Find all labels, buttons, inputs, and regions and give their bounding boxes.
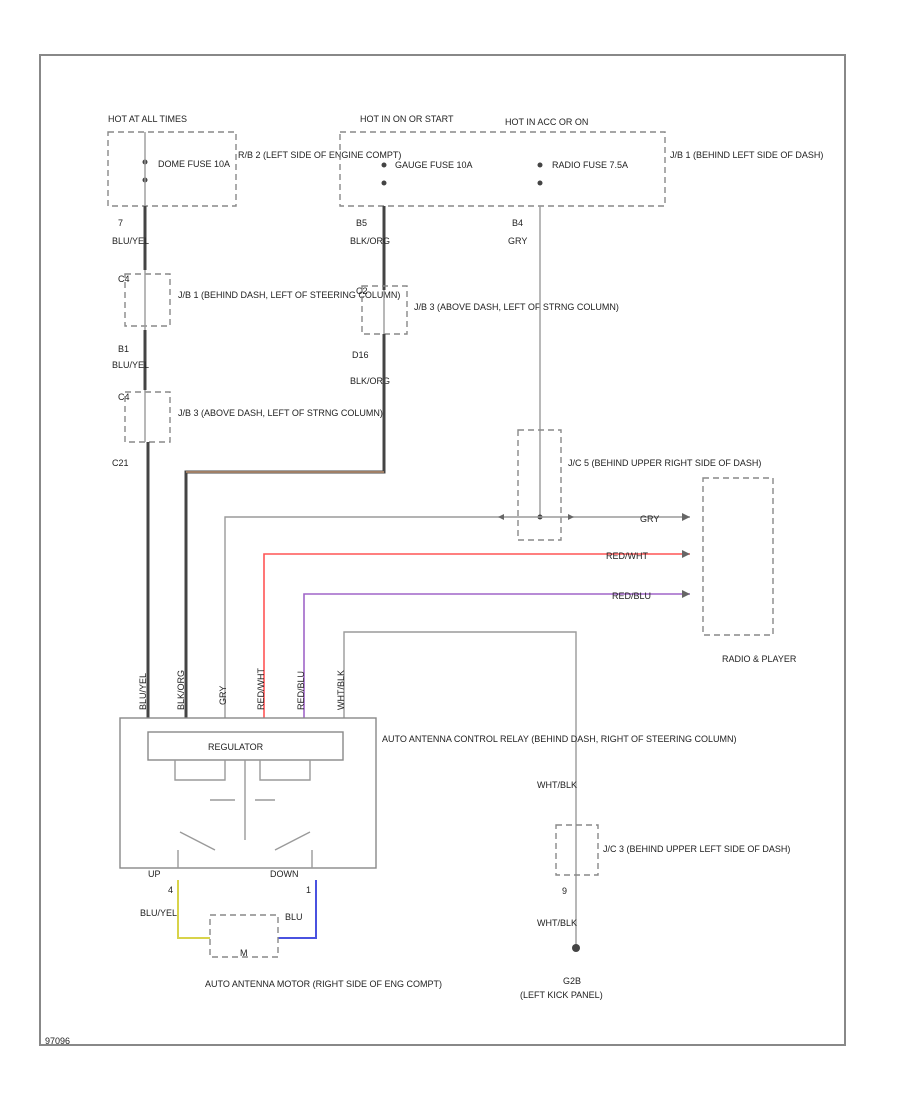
left-wire-mid: BLU/YEL <box>112 360 149 370</box>
relay-pin-label-4: RED/WHT <box>256 668 266 710</box>
ground-pin: 9 <box>562 886 567 896</box>
fuse-left-name: DOME FUSE 10A <box>158 159 230 169</box>
left-pin-bottom: C21 <box>112 458 129 468</box>
ground-jc-location: J/C 3 (BEHIND UPPER LEFT SIDE OF DASH) <box>603 844 790 854</box>
fuse-mid-name: GAUGE FUSE 10A <box>395 160 473 170</box>
left-branch: 7 BLU/YEL C4 J/B 1 (BEHIND DASH, LEFT OF… <box>112 206 400 718</box>
relay-pin-label-6: WHT/BLK <box>336 670 346 710</box>
left-conn2: C4 <box>118 392 130 402</box>
fuse-right-hot-label: HOT IN ACC OR ON <box>505 117 588 127</box>
mid-pin-top: B5 <box>356 218 367 228</box>
radio-wire-red-wht: RED/WHT <box>606 551 648 561</box>
relay-pin-label-5: RED/BLU <box>296 671 306 710</box>
relay-down: DOWN <box>270 869 299 879</box>
relay-up: UP <box>148 869 161 879</box>
ground-id: G2B <box>563 976 581 986</box>
right-pin-top: B4 <box>512 218 523 228</box>
relay-pin-label-3: GRY <box>218 686 228 705</box>
relay-pin-up: 4 <box>168 885 173 895</box>
fuse-box-left: HOT AT ALL TIMES DOME FUSE 10A R/B 2 (LE… <box>107 114 401 207</box>
mid-jb-location: J/B 3 (ABOVE DASH, LEFT OF STRNG COLUMN) <box>414 302 619 312</box>
left-jb2-location: J/B 3 (ABOVE DASH, LEFT OF STRNG COLUMN) <box>178 408 383 418</box>
motor-wire-left: BLU/YEL <box>140 908 177 918</box>
ground-wire-top: WHT/BLK <box>537 780 577 790</box>
diagram-frame <box>39 54 846 1046</box>
radio-wire-gry: GRY <box>640 514 659 524</box>
left-jb1-location: J/B 1 (BEHIND DASH, LEFT OF STEERING COL… <box>178 290 400 300</box>
mid-branch: B5 BLK/ORG C2 J/B 3 (ABOVE DASH, LEFT OF… <box>184 206 619 718</box>
motor-code: M <box>240 948 248 958</box>
mid-wire-bottom: BLK/ORG <box>350 376 390 386</box>
ground-branch: WHT/BLK J/C 3 (BEHIND UPPER LEFT SIDE OF… <box>343 631 790 1000</box>
fuse-box-mid-right: HOT IN ON OR START HOT IN ACC OR ON GAUG… <box>339 114 823 207</box>
fuse-left-hot-label: HOT AT ALL TIMES <box>108 114 187 124</box>
radio-wire-red-blu: RED/BLU <box>612 591 651 601</box>
motor-label: AUTO ANTENNA MOTOR (RIGHT SIDE OF ENG CO… <box>205 979 442 989</box>
motor-wire-right: BLU <box>285 912 303 922</box>
ground-location: (LEFT KICK PANEL) <box>520 990 603 1000</box>
relay-pin-down: 1 <box>306 885 311 895</box>
left-conn1: C4 <box>118 274 130 284</box>
relay-pin-label-1: BLU/YEL <box>138 673 148 710</box>
radio-player-label: RADIO & PLAYER <box>722 654 797 664</box>
right-wire-top: GRY <box>508 236 527 246</box>
mid-pin-bottom: D16 <box>352 350 369 360</box>
fuse-right-location: J/B 1 (BEHIND LEFT SIDE OF DASH) <box>670 150 823 160</box>
mid-wire-top: BLK/ORG <box>350 236 390 246</box>
ground-wire-bottom: WHT/BLK <box>537 918 577 928</box>
left-pin-mid: B1 <box>118 344 129 354</box>
antenna-motor: BLU/YEL BLU M AUTO ANTENNA MOTOR (RIGHT … <box>140 880 442 989</box>
fuse-left-location: R/B 2 (LEFT SIDE OF ENGINE COMPT) <box>238 150 401 160</box>
antenna-relay: REGULATOR AUTO ANTENNA CONTROL RELAY (BE… <box>119 668 737 895</box>
fuse-mid-hot-label: HOT IN ON OR START <box>360 114 454 124</box>
relay-pin-label-2: BLK/ORG <box>176 670 186 710</box>
right-jc-location: J/C 5 (BEHIND UPPER RIGHT SIDE OF DASH) <box>568 458 761 468</box>
page-code: 97096 <box>45 1036 70 1046</box>
right-branch: B4 GRY J/C 5 (BEHIND UPPER RIGHT SIDE OF… <box>224 206 761 718</box>
fuse-right-name: RADIO FUSE 7.5A <box>552 160 628 170</box>
ground-symbol <box>572 944 580 952</box>
left-wire-top: BLU/YEL <box>112 236 149 246</box>
left-pin-top: 7 <box>118 218 123 228</box>
radio-player: RADIO & PLAYER <box>702 477 797 664</box>
relay-label: AUTO ANTENNA CONTROL RELAY (BEHIND DASH,… <box>382 734 737 744</box>
radio-wires: RED/WHT RED/BLU <box>263 550 690 718</box>
relay-regulator: REGULATOR <box>208 742 264 752</box>
